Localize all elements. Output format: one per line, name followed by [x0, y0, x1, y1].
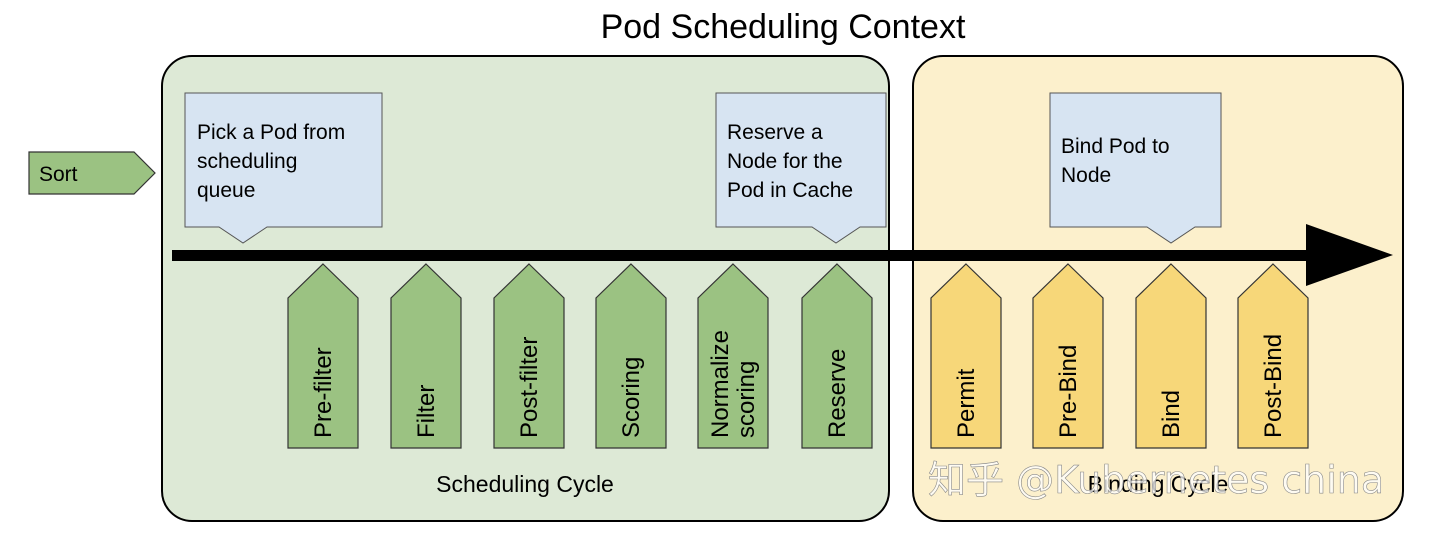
plugin-filter: Filter: [390, 263, 462, 449]
plugin-shape: [1032, 263, 1104, 449]
plugin-shape: [390, 263, 462, 449]
plugin-reserve: Reserve: [801, 263, 873, 449]
plugin-post-bind: Post-Bind: [1237, 263, 1309, 449]
sort-label: Sort: [39, 163, 78, 186]
scheduling-cycle-label: Scheduling Cycle: [436, 471, 614, 497]
note-pick-pod: Pick a Pod from scheduling queue: [184, 92, 383, 244]
plugin-shape: [697, 263, 769, 449]
plugin-label: Filter: [413, 385, 440, 438]
plugin-shape: [801, 263, 873, 449]
watermark: 知乎 @Kubernetes china: [928, 458, 1384, 502]
plugin-label: Normalize: [707, 330, 734, 438]
plugin-shape: [1237, 263, 1309, 449]
plugin-permit: Permit: [930, 263, 1002, 449]
plugin-label: Post-filter: [516, 337, 543, 438]
plugin-shape: [493, 263, 565, 449]
plugin-label: scoring: [733, 361, 760, 438]
plugin-pre-bind: Pre-Bind: [1032, 263, 1104, 449]
plugin-shape: [287, 263, 359, 449]
plugin-label: Pre-filter: [310, 347, 337, 438]
plugin-label: Reserve: [824, 349, 851, 438]
flow-arrow: [172, 224, 1393, 286]
plugin-label: Permit: [953, 368, 980, 438]
note-bind-pod: Bind Pod to Node: [1049, 92, 1222, 244]
note-reserve-node: Reserve a Node for the Pod in Cache: [715, 92, 887, 244]
plugin-shape: [930, 263, 1002, 449]
plugin-pre-filter: Pre-filter: [287, 263, 359, 449]
plugin-label: Scoring: [618, 357, 645, 438]
note-pick-text: Pick a Pod from scheduling queue: [197, 121, 351, 202]
plugin-shape: [595, 263, 667, 449]
plugin-label: Pre-Bind: [1055, 345, 1082, 438]
plugin-post-filter: Post-filter: [493, 263, 565, 449]
plugin-label: Post-Bind: [1260, 334, 1287, 438]
note-bind-text: Bind Pod to Node: [1061, 135, 1175, 187]
plugin-label: Bind: [1158, 390, 1185, 438]
diagram-title: Pod Scheduling Context: [601, 8, 966, 46]
plugin-bind: Bind: [1135, 263, 1207, 449]
note-reserve-text: Reserve a Node for the Pod in Cache: [727, 121, 853, 202]
plugin-shape: [1135, 263, 1207, 449]
plugin-scoring: Scoring: [595, 263, 667, 449]
binding-cycle-label: Binding Cycle: [1088, 471, 1229, 497]
sort-stage: [28, 151, 156, 195]
